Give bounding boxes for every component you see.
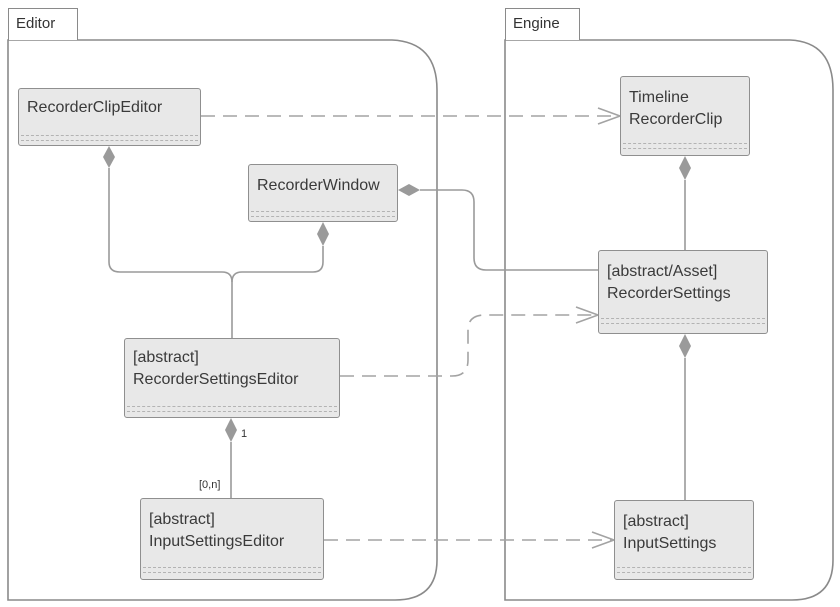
class-divider <box>143 572 321 574</box>
recorder-settings-name: RecorderSettings <box>607 285 731 302</box>
composition-window-recordersettings <box>420 189 600 271</box>
recorder-settings-stereotype: [abstract/Asset] <box>607 263 718 280</box>
timeline-recorder-clip-line2: RecorderClip <box>629 111 723 128</box>
class-divider <box>617 567 751 569</box>
input-settings-editor-stereotype: [abstract] <box>149 511 215 528</box>
class-divider <box>127 406 337 408</box>
input-settings-editor-class[interactable]: [abstract] InputSettingsEditor <box>140 498 324 580</box>
diamond-window <box>317 222 329 246</box>
multiplicity-one: 1 <box>241 428 248 440</box>
diamond-clipeditor <box>103 146 115 168</box>
input-settings-editor-name: InputSettingsEditor <box>149 533 285 550</box>
class-divider <box>617 572 751 574</box>
class-divider <box>623 143 747 145</box>
diamond-window-right <box>398 184 420 196</box>
dependency-settingseditor-to-recordersettings <box>340 314 598 377</box>
input-settings-name: InputSettings <box>623 535 717 552</box>
multiplicity-zero-to-n: [0,n] <box>199 479 221 491</box>
class-divider <box>601 318 765 320</box>
class-divider <box>21 135 198 137</box>
class-divider <box>601 323 765 325</box>
diamond-recorderclip <box>679 156 691 180</box>
composition-window-settingseditor <box>231 246 324 283</box>
timeline-recorder-clip-class[interactable]: Timeline RecorderClip <box>620 76 750 156</box>
class-divider <box>251 211 395 213</box>
recorder-window-class[interactable]: RecorderWindow <box>248 164 398 222</box>
recorder-settings-class[interactable]: [abstract/Asset] RecorderSettings <box>598 250 768 334</box>
recorder-clip-editor-class[interactable]: RecorderClipEditor <box>18 88 201 146</box>
recorder-settings-editor-name: RecorderSettingsEditor <box>133 371 299 388</box>
recorder-settings-editor-class[interactable]: [abstract] RecorderSettingsEditor <box>124 338 340 418</box>
engine-package-frame <box>504 39 834 601</box>
class-divider <box>127 411 337 413</box>
editor-package-tab: Editor <box>8 8 78 40</box>
recorder-settings-editor-stereotype: [abstract] <box>133 349 199 366</box>
engine-package-tab: Engine <box>505 8 580 40</box>
recorder-clip-editor-name: RecorderClipEditor <box>27 99 163 116</box>
class-divider <box>143 567 321 569</box>
diamond-recordersettings <box>679 334 691 358</box>
input-settings-stereotype: [abstract] <box>623 513 689 530</box>
composition-clipeditor-settingseditor <box>108 168 233 338</box>
recorder-window-name: RecorderWindow <box>257 177 380 194</box>
diamond-settingseditor <box>225 418 237 442</box>
timeline-recorder-clip-line1: Timeline <box>629 89 689 106</box>
input-settings-class[interactable]: [abstract] InputSettings <box>614 500 754 580</box>
class-divider <box>623 148 747 150</box>
class-divider <box>251 216 395 218</box>
editor-package-frame <box>7 39 438 601</box>
class-divider <box>21 140 198 142</box>
